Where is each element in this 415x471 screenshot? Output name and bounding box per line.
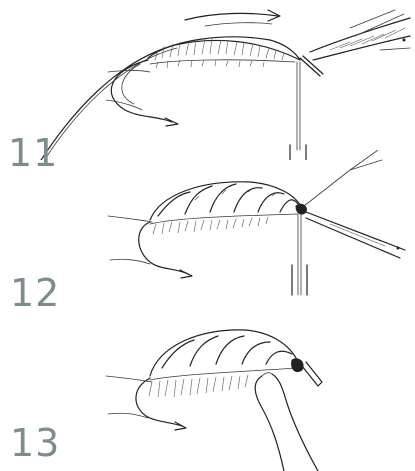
dubbed-body [148, 37, 300, 68]
step-number-12: 12 [10, 274, 60, 312]
tail-material [306, 212, 405, 258]
bobbin-thread [292, 214, 307, 295]
dubbing-loop [255, 373, 318, 471]
step-11-illustration [0, 0, 415, 160]
step-12-illustration [0, 150, 415, 300]
hackle-feather [300, 10, 410, 76]
step-number-13: 13 [10, 424, 60, 462]
bobbin-thread [290, 62, 306, 160]
segmented-body [150, 182, 302, 234]
upper-thread [304, 150, 382, 206]
hook-bend [111, 60, 178, 126]
vise-jaws [106, 71, 150, 111]
hook-bend [106, 376, 186, 430]
segmented-body [149, 330, 298, 397]
thread-head [292, 359, 303, 372]
step-13-illustration [0, 316, 415, 471]
hook-eye [302, 362, 322, 386]
hook-shank [30, 40, 300, 160]
rotation-arrow-icon [185, 10, 280, 26]
